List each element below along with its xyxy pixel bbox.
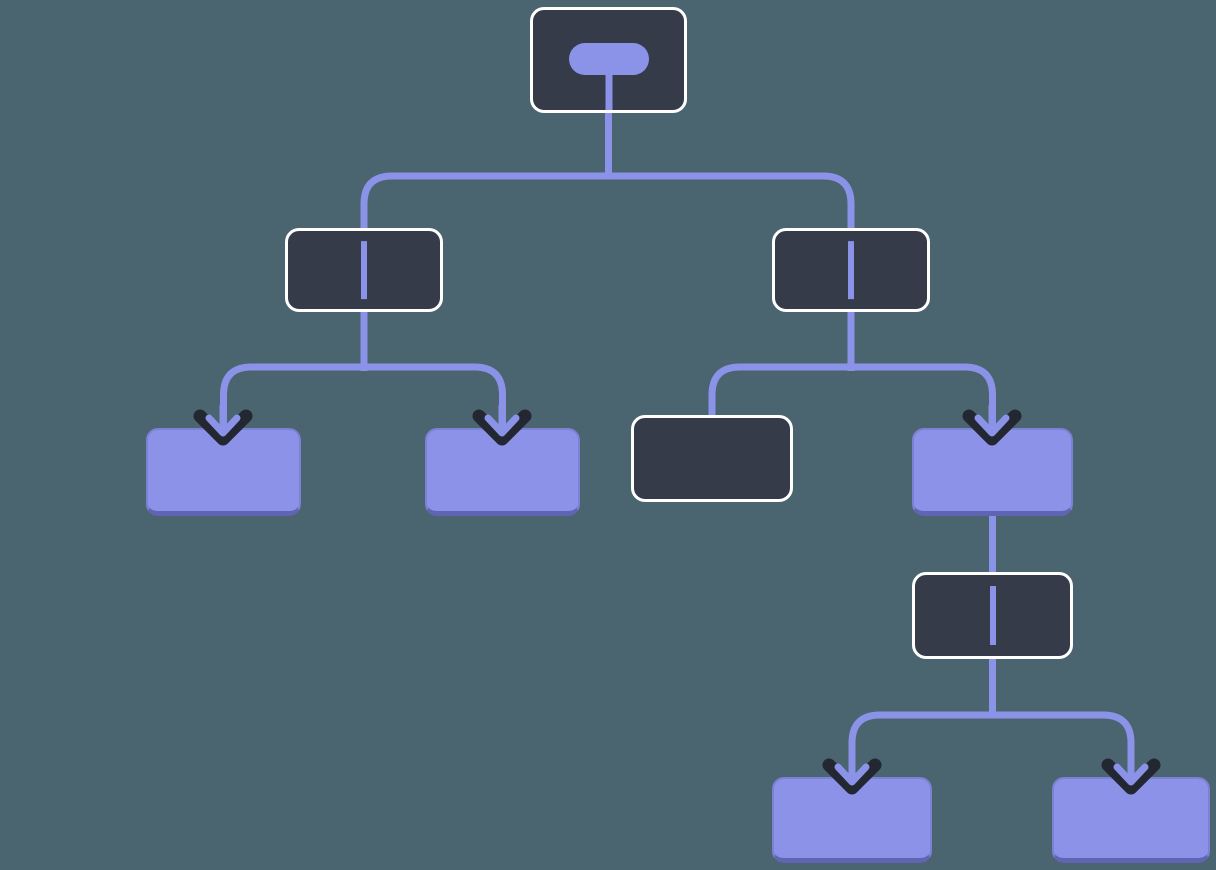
double-chevron-down-icon: [193, 405, 253, 446]
node-root[interactable]: [530, 7, 687, 113]
double-chevron-down-icon: [1101, 754, 1161, 795]
pill-stem-icon: [605, 72, 612, 110]
edge-left-branch: [220, 363, 506, 424]
pill-icon: [568, 43, 649, 75]
edge-bottom-branch: [848, 711, 1135, 772]
node-bottom-leaf-1[interactable]: [772, 777, 932, 863]
node-branch-right[interactable]: [772, 228, 930, 312]
vertical-connector-icon: [848, 241, 854, 299]
edge-top-branch: [360, 172, 855, 232]
double-chevron-down-icon: [822, 754, 882, 795]
edge-right-branch: [708, 363, 996, 424]
vertical-connector-icon: [361, 241, 367, 299]
vertical-connector-icon: [989, 585, 996, 646]
node-dark-leaf[interactable]: [631, 415, 793, 502]
double-chevron-down-icon: [472, 405, 532, 446]
node-pass-through[interactable]: [912, 572, 1073, 659]
double-chevron-down-icon: [962, 405, 1022, 446]
node-branch-left[interactable]: [285, 228, 443, 312]
